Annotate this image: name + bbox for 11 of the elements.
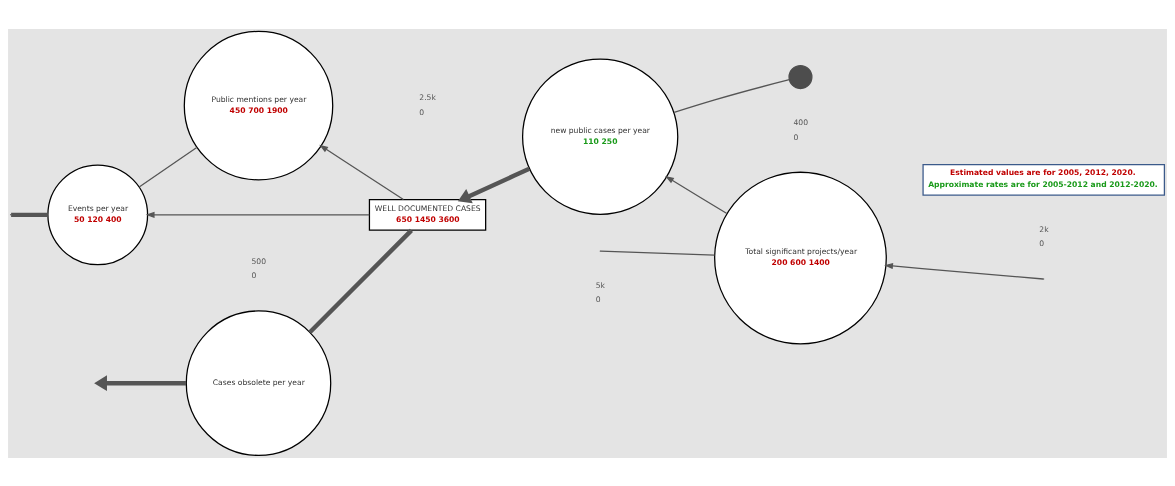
connector <box>600 249 716 256</box>
arrow <box>145 211 370 218</box>
node-circle <box>788 64 813 89</box>
arrow <box>884 262 1044 280</box>
connector <box>308 228 413 334</box>
arrow <box>665 175 728 214</box>
arrow <box>457 166 531 203</box>
connector <box>673 78 790 113</box>
arrow <box>319 144 405 200</box>
connector <box>11 212 48 217</box>
connector <box>138 146 198 188</box>
